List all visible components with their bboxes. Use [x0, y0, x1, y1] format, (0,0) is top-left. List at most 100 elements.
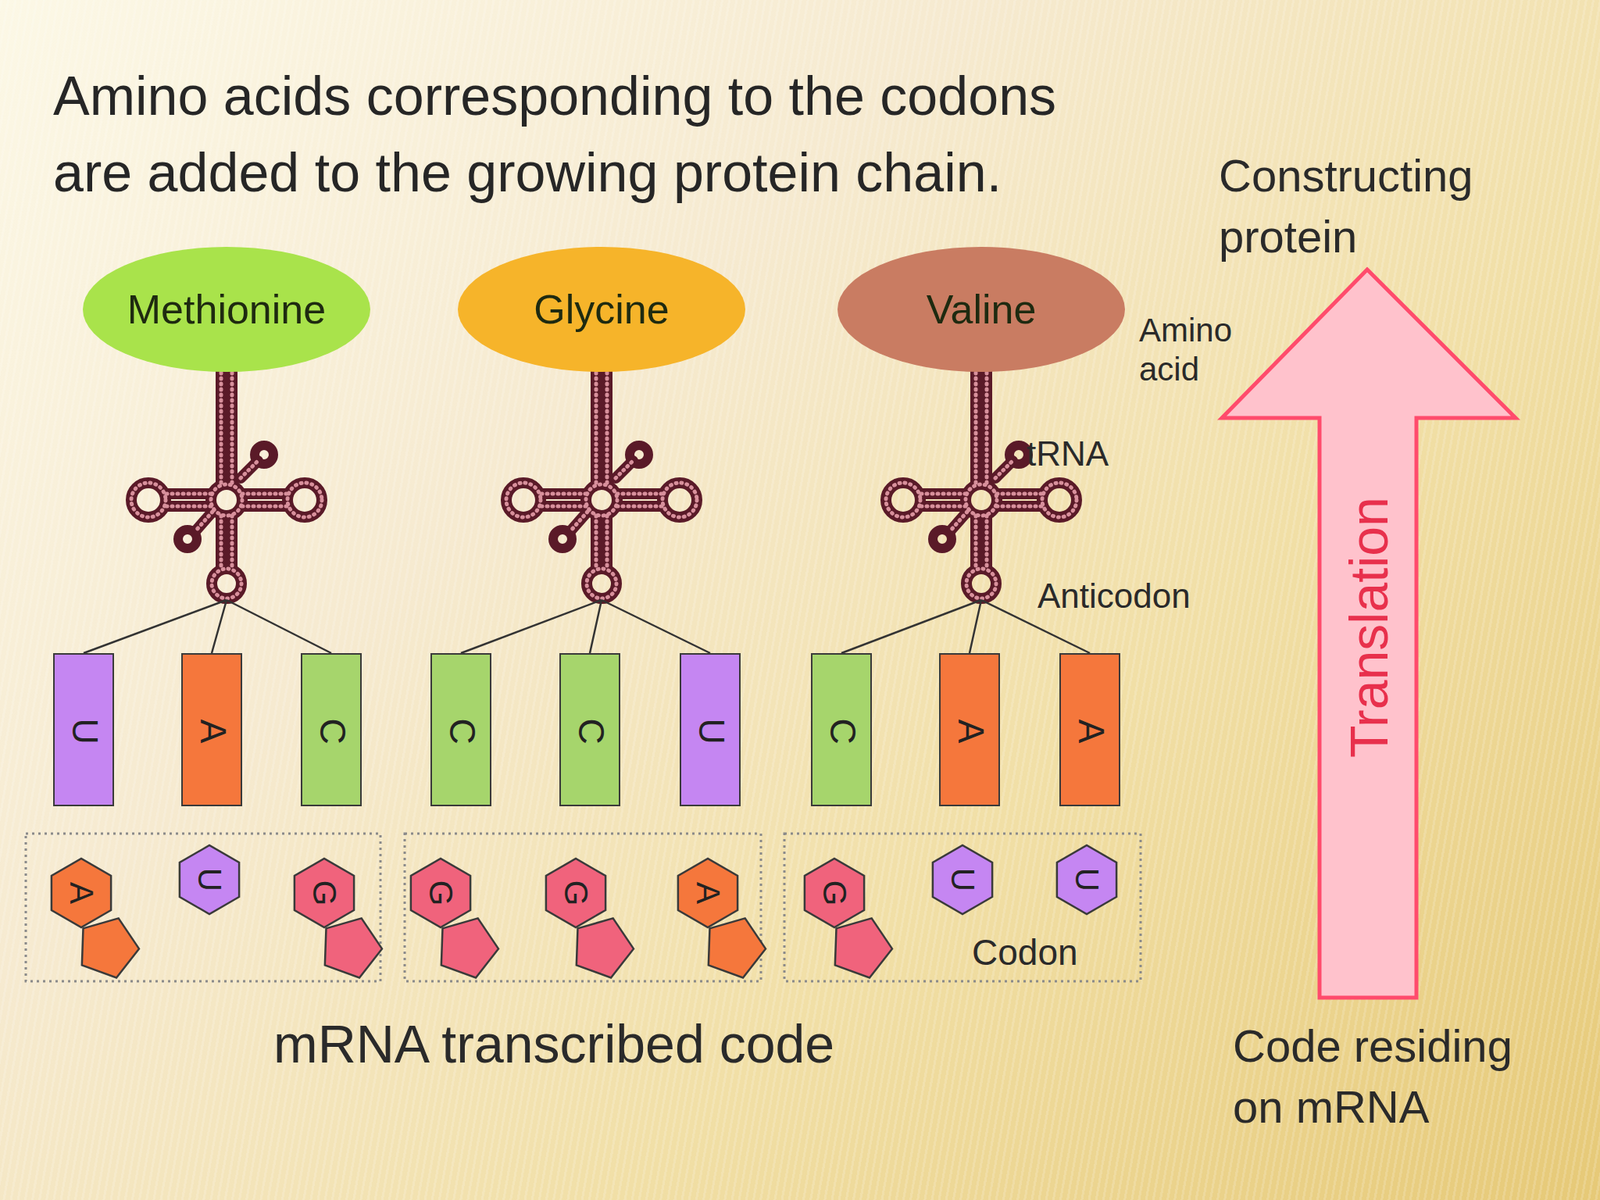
- text-holder: U: [1049, 842, 1125, 918]
- text-holder: Translation: [1219, 596, 1518, 659]
- anticodon-base: U: [679, 653, 741, 807]
- base-letter: G: [307, 880, 341, 907]
- codon-base-outline: [796, 855, 903, 985]
- anticodon-base: A: [939, 653, 1000, 807]
- base-letter: G: [817, 880, 851, 907]
- base-letter: G: [424, 880, 458, 907]
- text-holder: C: [432, 654, 493, 808]
- codon-base-outline: [286, 855, 393, 985]
- text-holder: Glycine: [457, 246, 747, 373]
- sugar-ring: [325, 917, 383, 978]
- text-holder: A: [670, 855, 746, 931]
- callout-label: Anticodon: [1037, 575, 1191, 617]
- text-holder: A: [940, 654, 1002, 808]
- text-holder: G: [403, 855, 479, 931]
- base-letter: A: [691, 882, 725, 904]
- sugar-ring: [576, 917, 634, 978]
- base-letter: A: [64, 882, 98, 904]
- amino-acid-ellipse: [82, 246, 371, 372]
- callout-label: Codon: [971, 931, 1079, 974]
- leader-line: [460, 600, 711, 654]
- text-holder: C: [560, 654, 622, 808]
- anticodon-base: C: [559, 653, 621, 807]
- base-ring: [932, 845, 993, 915]
- callout-label: Code residing on mRNA: [1232, 1015, 1546, 1138]
- title: Amino acids corresponding to the codons …: [53, 57, 1100, 211]
- codon-base: G: [403, 855, 509, 985]
- anticodon-base: A: [181, 653, 243, 807]
- trna-molecule: [506, 367, 697, 599]
- text-holder: G: [538, 855, 614, 931]
- amino-acid-name: Glycine: [533, 289, 669, 330]
- anticodon-base: U: [53, 653, 115, 807]
- codon-base: U: [171, 842, 247, 918]
- text-holder: A: [43, 855, 119, 931]
- text-holder: A: [182, 654, 244, 808]
- anticodon-base: A: [1059, 653, 1121, 807]
- base-letter: U: [67, 717, 104, 744]
- anticodon-base: C: [430, 653, 492, 807]
- text-holder: G: [796, 855, 872, 931]
- codon-base-outline: [403, 855, 509, 985]
- sugar-ring: [708, 917, 766, 978]
- codon-base: U: [925, 842, 1000, 918]
- base-ring: [804, 858, 865, 928]
- base-ring: [179, 845, 240, 915]
- base-letter: C: [825, 717, 861, 744]
- text-holder: G: [286, 855, 362, 931]
- amino-acid-name: Methionine: [127, 289, 326, 330]
- anticodon-base: C: [300, 653, 362, 807]
- anticodon-base: C: [810, 653, 872, 807]
- amino-acid-ellipse: [457, 246, 746, 372]
- sugar-ring: [441, 917, 499, 978]
- codon-bracket: [404, 833, 761, 982]
- base-ring: [51, 858, 111, 928]
- text-holder: C: [812, 654, 874, 808]
- base-letter: C: [444, 717, 481, 744]
- text-holder: U: [171, 842, 247, 918]
- base-ring: [546, 858, 606, 928]
- base-ring: [678, 858, 738, 928]
- base-ring: [294, 858, 354, 928]
- amino-acid: Methionine: [82, 246, 372, 373]
- base-letter: U: [946, 867, 979, 892]
- amino-acid-name: Valine: [926, 289, 1037, 330]
- amino-acid: Glycine: [457, 246, 747, 373]
- callout-label: Constructing protein: [1218, 145, 1532, 268]
- text-holder: Methionine: [82, 246, 372, 373]
- base-letter: G: [559, 880, 593, 907]
- codon-base: G: [796, 855, 903, 985]
- text-holder: C: [302, 654, 364, 808]
- base-letter: U: [192, 867, 226, 892]
- codon-base: G: [538, 855, 644, 985]
- codon-base: U: [1049, 842, 1125, 918]
- text-holder: A: [1060, 654, 1122, 808]
- amino-acid: Valine: [836, 246, 1126, 373]
- text-holder: U: [54, 654, 116, 808]
- codon-bracket: [784, 833, 1141, 982]
- sugar-ring: [82, 917, 140, 978]
- text-holder: U: [681, 654, 743, 808]
- base-letter: A: [953, 719, 990, 744]
- codon-base: G: [286, 855, 393, 985]
- codon-base-outline: [43, 855, 150, 985]
- text-holder: U: [925, 842, 1000, 918]
- trna-molecule: [885, 367, 1077, 599]
- codon-base: A: [43, 855, 150, 985]
- callout-label: Amino acid: [1139, 310, 1249, 390]
- codon-base: A: [670, 855, 776, 985]
- base-letter: A: [1073, 719, 1110, 744]
- codon-base-outline: [538, 855, 644, 985]
- base-letter: U: [1070, 867, 1104, 892]
- base-letter: C: [314, 717, 351, 744]
- base-letter: C: [573, 717, 610, 744]
- translation-arrow: Translation: [1219, 267, 1518, 1000]
- base-letter: U: [693, 717, 730, 744]
- base-ring: [410, 858, 471, 928]
- text-holder: Valine: [836, 246, 1126, 373]
- trna-molecule: [131, 367, 322, 599]
- sugar-ring: [835, 917, 893, 978]
- base-letter: A: [195, 719, 232, 744]
- amino-acid-ellipse: [837, 246, 1125, 372]
- process-name: Translation: [1342, 496, 1396, 758]
